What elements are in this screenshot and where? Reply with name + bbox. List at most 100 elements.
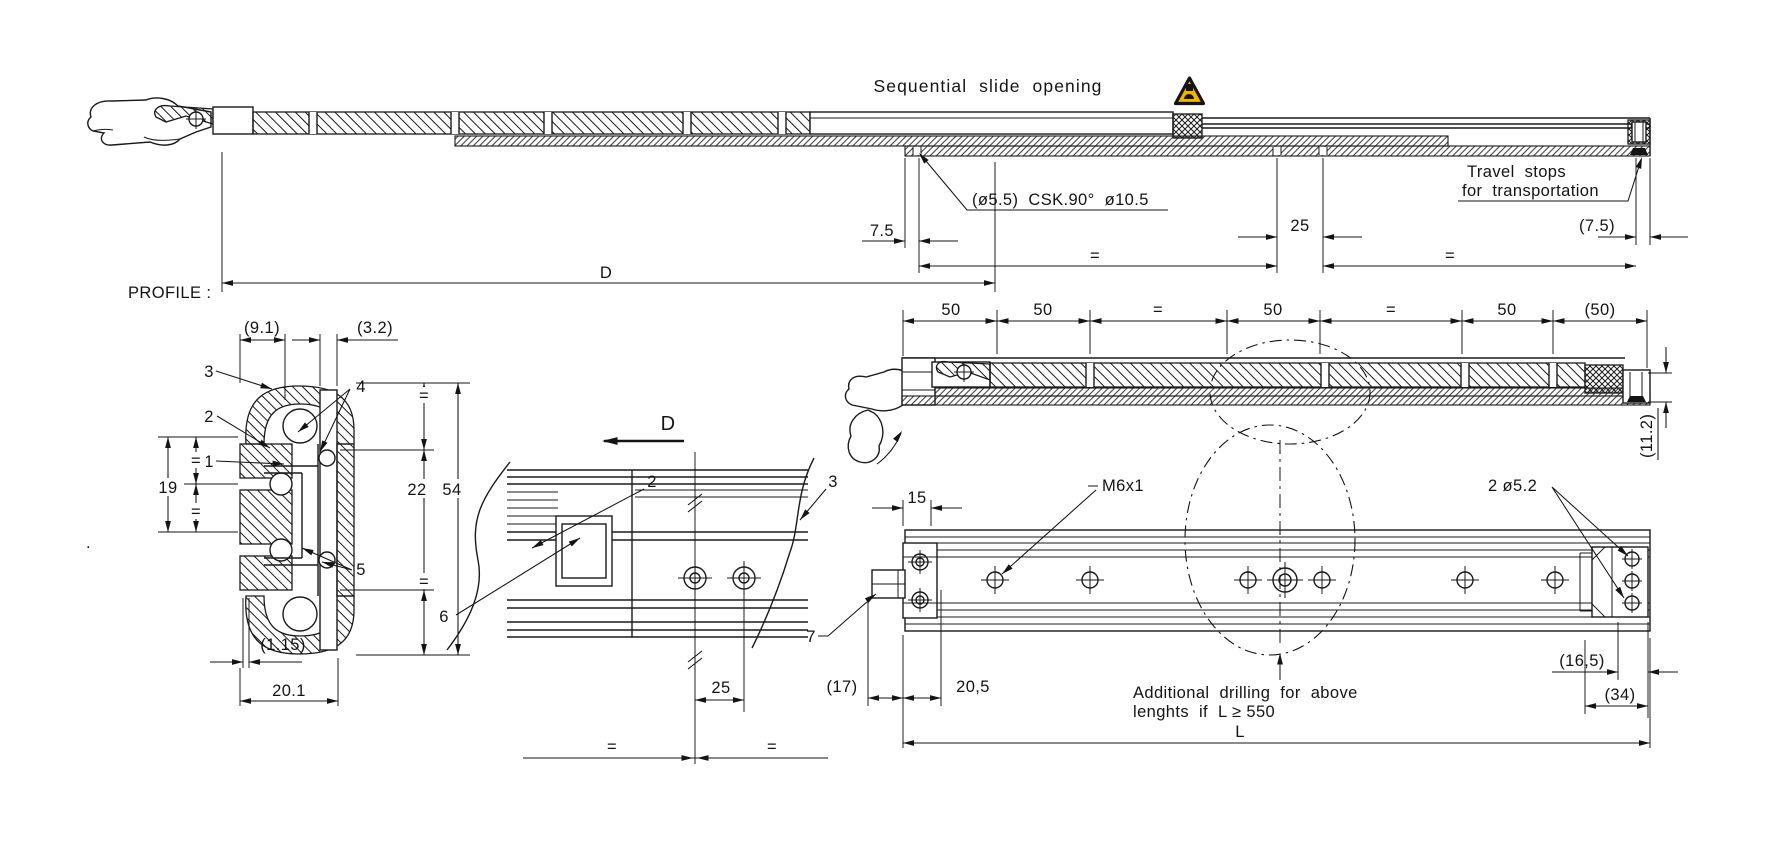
dim-7-5-end: (7.5) xyxy=(1579,217,1615,235)
csk-hole-callout: (ø5.5) CSK.90° ø10.5 xyxy=(916,151,1168,211)
front-latch xyxy=(154,104,214,129)
ball-mid-top xyxy=(269,472,293,496)
closed-dim-7: (50) xyxy=(1585,301,1616,319)
item-4-label: 4 xyxy=(356,378,366,396)
inner-member-section xyxy=(264,444,319,596)
travel-stops-line2: for transportation xyxy=(1462,182,1599,200)
dim-20-5: 20,5 xyxy=(956,678,990,696)
closed-dim-height: (11.2) xyxy=(1638,414,1656,458)
item-7-label: 7 xyxy=(806,628,816,646)
thread-callout-text: M6x1 xyxy=(1102,477,1144,495)
dim-15: 15 xyxy=(907,489,926,507)
detail-dim-25: 25 xyxy=(711,679,730,697)
travel-stops-callout: Travel stops for transportation xyxy=(1458,156,1645,202)
release-lever xyxy=(871,569,906,599)
plan-end-bracket xyxy=(1579,546,1649,618)
csk-hole-text: (ø5.5) CSK.90° ø10.5 xyxy=(972,191,1149,209)
dim-7-5: 7.5 xyxy=(870,222,894,240)
detail-item-6: 6 xyxy=(439,608,449,626)
detail-item-2: 2 xyxy=(647,473,657,491)
detail-eq-right: = xyxy=(767,738,777,756)
middle-member-lower xyxy=(239,555,293,591)
eq-left-top: = xyxy=(191,452,201,470)
eq-right-bottom: = xyxy=(419,573,429,591)
plan-holes xyxy=(981,562,1569,598)
hand-pressing-latch xyxy=(844,368,914,465)
closed-dim-6: 50 xyxy=(1497,301,1516,319)
break-line-left xyxy=(446,461,511,651)
intermediate-rail-bar xyxy=(809,111,1174,135)
stop-block xyxy=(1172,113,1203,139)
warning-triangle-icon xyxy=(1173,76,1206,106)
detail-view-d: D 2 3 6 xyxy=(439,413,838,764)
dim-eq-right: = xyxy=(1445,247,1455,265)
travel-stops-line1: Travel stops xyxy=(1467,163,1566,181)
detail-ellipse-side xyxy=(1209,339,1371,445)
dim-20-1: 20.1 xyxy=(272,682,306,700)
inner-rail-joints xyxy=(308,112,787,134)
ball-mid-bottom xyxy=(269,538,293,562)
closed-mid-flange xyxy=(934,387,1651,397)
drilling-note-line2: lenghts if L ≥ 550 xyxy=(1133,703,1275,721)
closed-inner-bar xyxy=(989,362,1586,388)
detail-eq-dimension: = = xyxy=(523,738,828,761)
dim-17: (17) xyxy=(827,678,858,696)
closed-dim-4: 50 xyxy=(1263,301,1282,319)
ball-bottom xyxy=(282,596,318,632)
detail-item-3: 3 xyxy=(828,473,838,491)
closed-end-cap xyxy=(1622,369,1651,404)
closed-dim-5: = xyxy=(1386,301,1396,319)
intermediate-rail-flange xyxy=(454,135,1449,147)
item-5-label: 5 xyxy=(356,561,366,579)
plan-view: M6x1 2 ø5.2 7 Additional drilling for ab… xyxy=(806,424,1678,748)
dim-9-1: (9.1) xyxy=(244,319,280,337)
closed-latch xyxy=(931,360,991,388)
sequential-opening-note: Sequential slide opening xyxy=(873,76,1102,96)
inner-rail-bar xyxy=(252,111,811,135)
break-line-right xyxy=(751,457,815,649)
dim-22: 22 xyxy=(407,481,426,499)
dim-25: 25 xyxy=(1290,217,1309,235)
dim-1-15: (1.15) xyxy=(260,636,306,654)
item-2-label: 2 xyxy=(204,408,214,426)
end-holes-text: 2 ø5.2 xyxy=(1488,477,1537,495)
travel-stop-rear xyxy=(1627,119,1651,155)
closed-outer-flange xyxy=(901,395,1651,406)
item-1-label: 1 xyxy=(204,453,214,471)
closed-view-dimensions: 50 50 = 50 = 50 (50) (11.2) xyxy=(902,301,1672,460)
profile-label: PROFILE : xyxy=(128,284,211,302)
ball-top xyxy=(282,408,318,444)
view-direction-arrow: D xyxy=(602,413,684,445)
top-view-dimensions: 7.5 25 = = (7.5) D xyxy=(221,152,1688,292)
view-d-label: D xyxy=(661,413,676,435)
detail-eq-left: = xyxy=(607,738,617,756)
dim-16-5: (16,5) xyxy=(1559,652,1605,670)
dim-eq-left: = xyxy=(1090,247,1100,265)
plan-dimensions: 15 (17) 20,5 (16,5) (34) L xyxy=(827,489,1678,748)
item-7-callout: 7 xyxy=(806,591,878,646)
mounting-holes xyxy=(912,147,1328,155)
detail-ellipse-plan xyxy=(1184,424,1356,656)
plan-front-bracket xyxy=(902,542,938,619)
additional-drilling-note: Additional drilling for above lenghts if… xyxy=(1133,653,1357,721)
closed-dim-2: 50 xyxy=(1033,301,1052,319)
detail-front-block xyxy=(555,515,613,587)
end-holes-callout: 2 ø5.2 xyxy=(1488,477,1630,600)
retainer-top xyxy=(318,449,336,467)
item-3-label: 3 xyxy=(204,363,214,381)
closed-bar-joints xyxy=(1085,363,1558,387)
dim-L: L xyxy=(1235,723,1245,741)
profile-cross-section-view: PROFILE : . 3 2 4 1 xyxy=(86,284,470,706)
stray-mark: . xyxy=(86,534,91,552)
mounting-plate xyxy=(319,389,338,651)
middle-member-web xyxy=(239,489,293,545)
inner-rail-front-block xyxy=(212,106,254,135)
closed-dim-3: = xyxy=(1153,301,1163,319)
dim-D: D xyxy=(600,264,612,282)
dim-3-2: (3.2) xyxy=(357,319,393,337)
detail-rail-lines xyxy=(507,469,808,638)
dim-54: 54 xyxy=(442,481,461,499)
plate-hatch-band xyxy=(336,443,355,597)
